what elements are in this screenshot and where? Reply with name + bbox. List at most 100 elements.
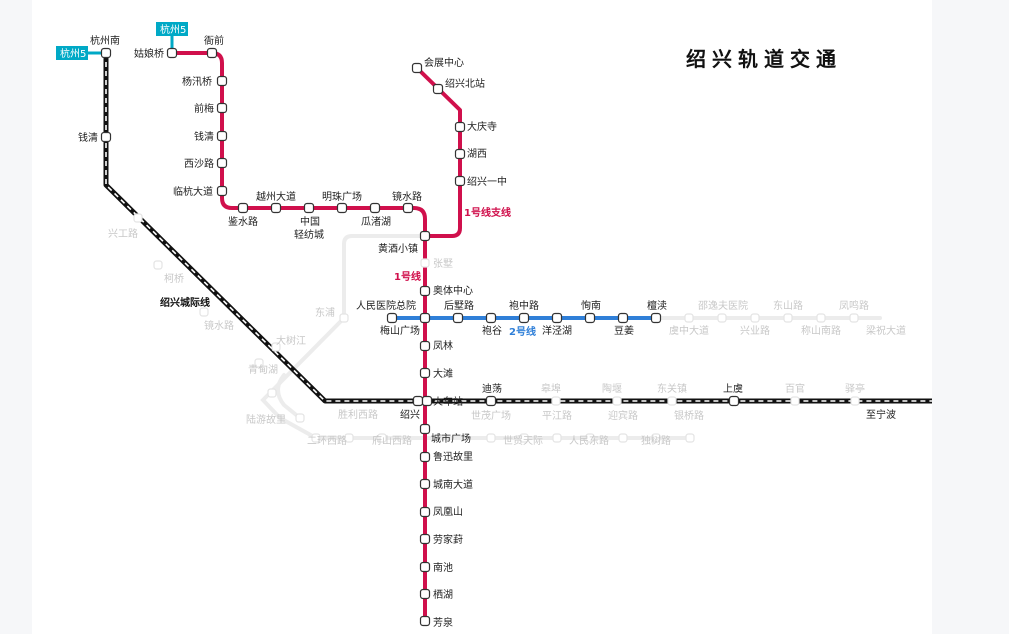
station-marker[interactable] (419, 588, 431, 600)
station-marker[interactable] (419, 367, 431, 379)
station-marker[interactable] (419, 285, 431, 297)
station-label: 陆游故里 (246, 413, 286, 426)
planned-station-marker (344, 433, 354, 443)
station-marker[interactable] (432, 83, 444, 95)
station-marker[interactable] (419, 533, 431, 545)
hangzhou5-badge-north[interactable]: 杭州5 (156, 22, 188, 36)
station-label: 平江路 (542, 409, 572, 422)
line1-label: 1号线 (394, 270, 421, 283)
station-marker[interactable] (584, 312, 596, 324)
station-label: 劳家葑 (433, 533, 463, 546)
intercity-label: 绍兴城际线 (160, 296, 210, 309)
planned-station-marker (133, 213, 143, 223)
station-marker[interactable] (419, 230, 431, 242)
station-label: 后墅路 (444, 299, 474, 312)
station-marker[interactable] (419, 312, 431, 324)
stations (100, 47, 860, 627)
station-label: 胜利西路 (338, 408, 378, 421)
station-marker[interactable] (551, 312, 563, 324)
station-marker[interactable] (454, 148, 466, 160)
station-label: 柯桥 (164, 272, 184, 285)
station-label: 恂南 (581, 299, 601, 312)
station-marker[interactable] (369, 202, 381, 214)
planned-station-marker (295, 413, 305, 423)
station-label: 南池 (433, 561, 453, 574)
station-marker[interactable] (421, 395, 433, 407)
planned-station-marker (339, 313, 349, 323)
station-label: 钱清 (78, 131, 98, 144)
station-label: 绍兴一中 (467, 175, 507, 188)
station-marker[interactable] (216, 185, 228, 197)
station-marker[interactable] (419, 478, 431, 490)
station-label: 袍谷 (482, 325, 502, 337)
station-label: 绍兴 (400, 408, 420, 421)
station-marker[interactable] (411, 62, 423, 74)
planned-station-marker (552, 433, 562, 443)
station-label: 轻纺城 (294, 228, 324, 241)
planned-station-marker (271, 342, 281, 352)
station-marker[interactable] (216, 75, 228, 87)
station-marker[interactable] (237, 202, 249, 214)
station-label: 镜水路 (204, 319, 234, 332)
station-label: 凤凰山 (433, 506, 463, 518)
station-label: 明珠广场 (322, 190, 362, 203)
station-marker[interactable] (412, 395, 424, 407)
station-label: 东浦 (315, 306, 335, 319)
station-label: 驿亭 (845, 382, 865, 395)
station-marker[interactable] (419, 451, 431, 463)
station-marker[interactable] (100, 47, 112, 59)
planned-station-marker (585, 433, 595, 443)
station-marker[interactable] (419, 340, 431, 352)
station-marker[interactable] (216, 102, 228, 114)
station-label: 火车站 (433, 395, 463, 408)
line1-west-section (170, 51, 427, 623)
station-marker[interactable] (216, 157, 228, 169)
station-marker[interactable] (419, 615, 431, 627)
station-marker[interactable] (206, 47, 218, 59)
station-label: 洋泾湖 (542, 324, 572, 337)
station-marker[interactable] (728, 395, 740, 407)
station-marker[interactable] (454, 121, 466, 133)
station-label: 梅山广场 (380, 324, 420, 337)
planned-station-marker (651, 433, 661, 443)
station-marker[interactable] (452, 312, 464, 324)
hangzhou5-badge-west[interactable]: 杭州5 (56, 46, 88, 60)
station-label: 东山路 (773, 299, 803, 312)
station-marker[interactable] (419, 561, 431, 573)
station-marker[interactable] (270, 202, 282, 214)
station-label: 银桥路 (674, 409, 704, 422)
station-marker[interactable] (454, 175, 466, 187)
planned-line-west-loop (276, 373, 302, 420)
station-marker[interactable] (216, 130, 228, 142)
station-marker[interactable] (419, 506, 431, 518)
station-label: 东关镇 (657, 382, 687, 395)
station-marker[interactable] (166, 47, 178, 59)
planned-station-marker (850, 396, 860, 406)
station-marker[interactable] (303, 202, 315, 214)
station-label: 凤鸣路 (839, 299, 869, 312)
station-marker[interactable] (402, 202, 414, 214)
station-label: 越州大道 (256, 190, 296, 203)
station-marker[interactable] (617, 312, 629, 324)
line2-label: 2号线 (509, 325, 536, 338)
station-label: 杨汛桥 (182, 75, 212, 88)
station-marker[interactable] (386, 312, 398, 324)
station-label: 大庆寺 (467, 120, 497, 133)
station-marker[interactable] (485, 312, 497, 324)
map-title: 绍兴轨道交通 (686, 47, 842, 71)
planned-station-marker (420, 258, 430, 268)
planned-lines (260, 234, 882, 440)
station-marker[interactable] (100, 131, 112, 143)
station-marker[interactable] (650, 312, 662, 324)
station-marker[interactable] (336, 202, 348, 214)
station-label: 大树江 (276, 334, 306, 347)
station-marker[interactable] (419, 423, 431, 435)
station-label: 陶堰 (602, 382, 622, 395)
station-label: 鲁迅故里 (433, 450, 473, 463)
station-marker[interactable] (485, 395, 497, 407)
station-label: 会展中心 (424, 56, 464, 69)
station-marker[interactable] (518, 312, 530, 324)
station-label: 芳泉 (433, 616, 453, 629)
planned-station-marker (519, 433, 529, 443)
